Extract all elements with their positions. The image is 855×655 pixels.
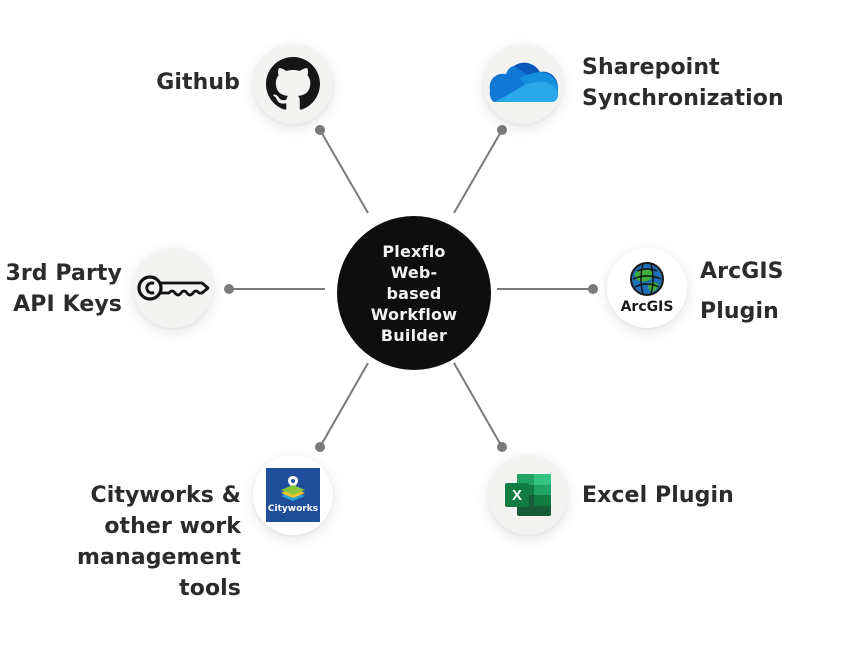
label-arcgis: ArcGIS Plugin bbox=[700, 259, 784, 324]
label-sharepoint: Sharepoint Synchronization bbox=[582, 55, 784, 111]
label-excel: Excel Plugin bbox=[582, 483, 734, 508]
cityworks-logo-icon: Cityworks bbox=[266, 468, 320, 522]
arcgis-globe-icon bbox=[629, 262, 664, 296]
connector-dot-arcgis bbox=[588, 284, 598, 294]
label-github: Github bbox=[156, 70, 240, 95]
arcgis-logo: ArcGIS bbox=[620, 261, 674, 315]
connector-github bbox=[319, 129, 369, 214]
node-github bbox=[253, 44, 333, 124]
onedrive-cloud-icon bbox=[489, 62, 559, 102]
arcgis-logo-text: ArcGIS bbox=[620, 299, 674, 315]
node-excel: X bbox=[488, 455, 568, 535]
connector-cityworks bbox=[319, 362, 369, 448]
connector-excel bbox=[453, 362, 503, 448]
label-api-keys: 3rd Party API Keys bbox=[5, 261, 122, 317]
connector-sharepoint bbox=[453, 129, 503, 214]
hub-plexflo-workflow-builder: Plexflo Web- based Workflow Builder bbox=[337, 216, 491, 370]
cityworks-layers-icon bbox=[281, 476, 305, 501]
connector-dot-github bbox=[315, 125, 325, 135]
hub-label: Plexflo Web- based Workflow Builder bbox=[370, 241, 458, 345]
node-sharepoint bbox=[483, 44, 563, 124]
connector-dot-sharepoint bbox=[497, 125, 507, 135]
connector-dot-api-keys bbox=[224, 284, 234, 294]
node-arcgis: ArcGIS bbox=[607, 248, 687, 328]
key-icon bbox=[137, 275, 210, 301]
node-cityworks: Cityworks bbox=[253, 455, 333, 535]
connector-dot-excel bbox=[497, 442, 507, 452]
connector-dot-cityworks bbox=[315, 442, 325, 452]
github-icon bbox=[266, 57, 320, 110]
excel-icon-letter: X bbox=[512, 487, 522, 504]
cityworks-logo-text: Cityworks bbox=[267, 504, 319, 514]
label-cityworks: Cityworks & other work management tools bbox=[77, 483, 241, 601]
node-api-keys bbox=[133, 248, 213, 328]
excel-icon: X bbox=[505, 474, 551, 516]
